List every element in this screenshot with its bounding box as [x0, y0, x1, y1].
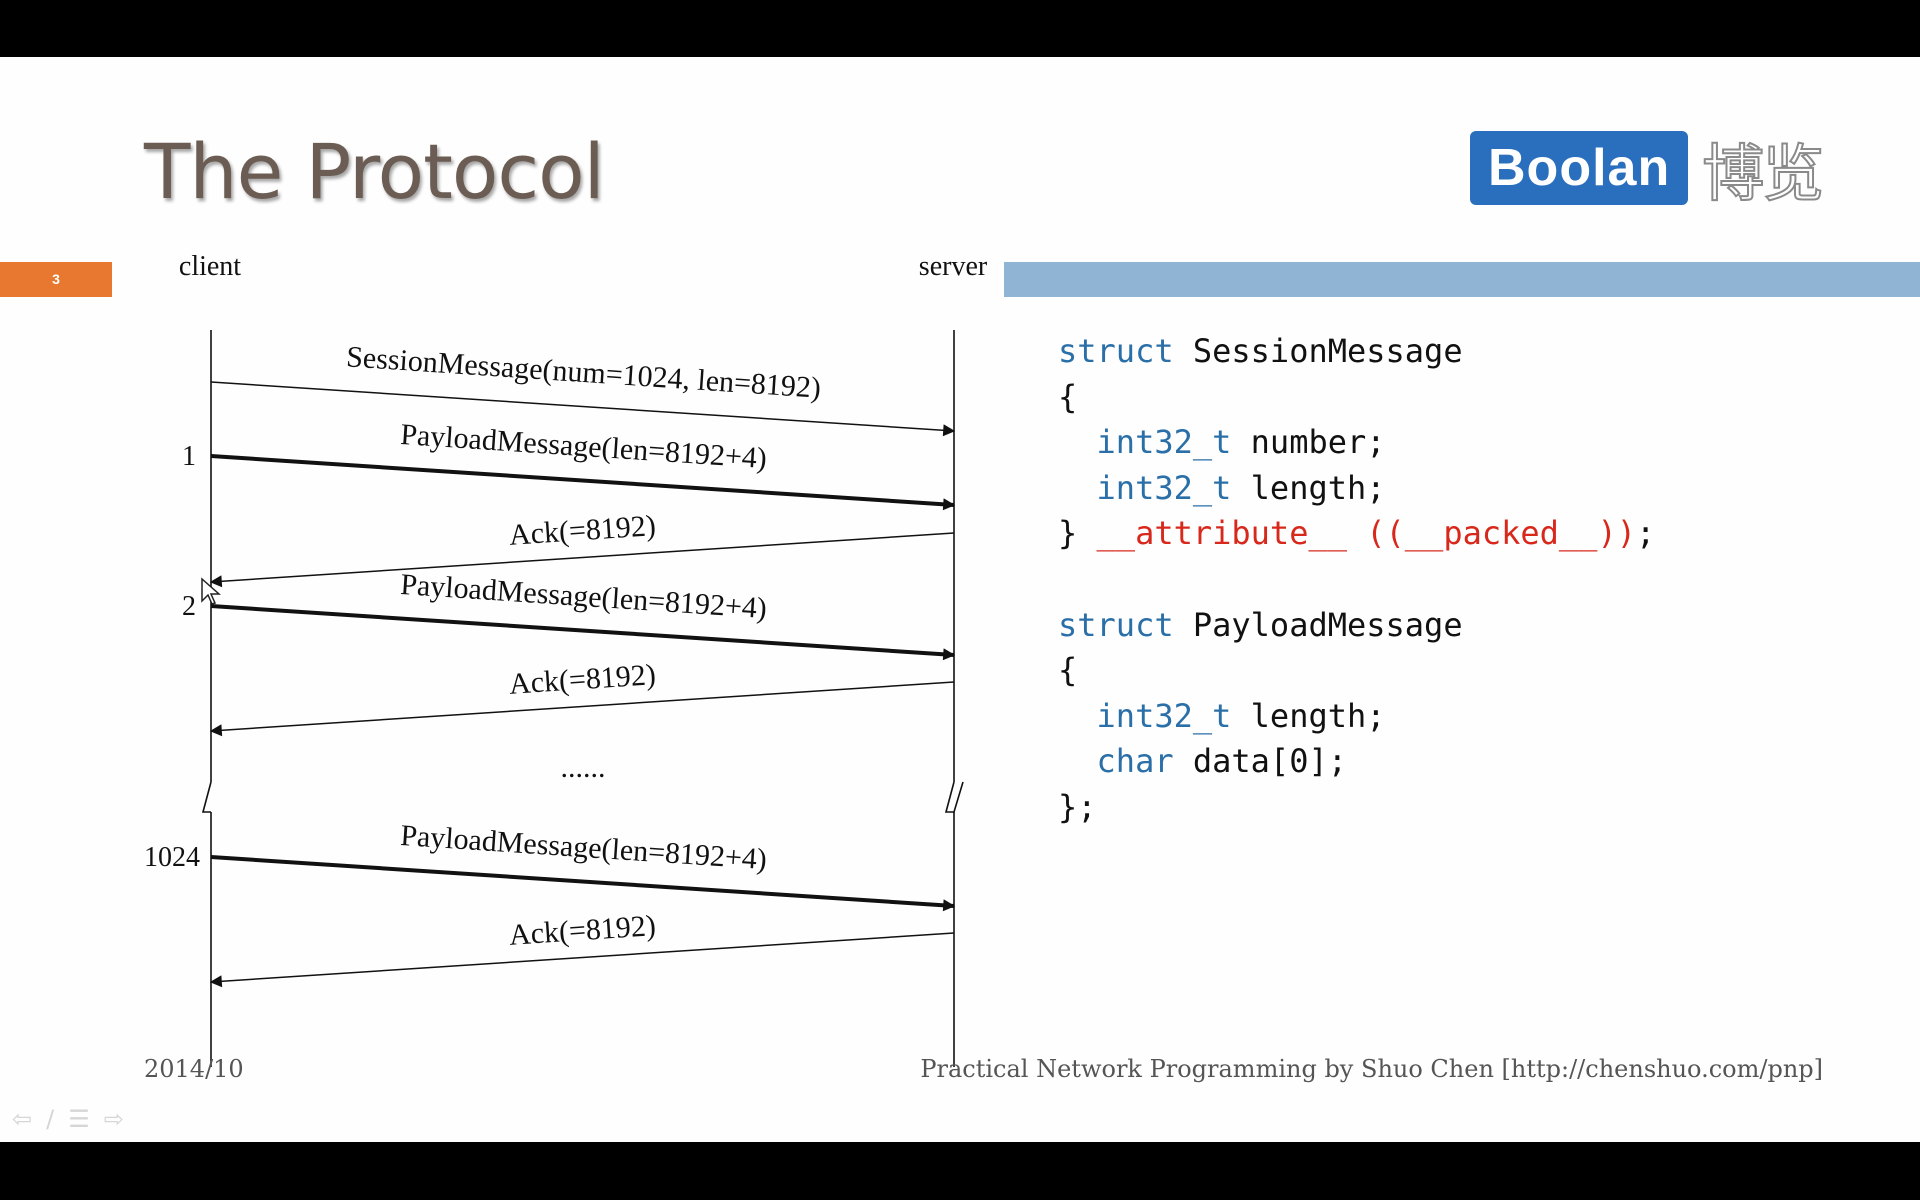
code-keyword: struct — [1058, 605, 1174, 644]
footer-credit: Practical Network Programming by Shuo Ch… — [920, 1055, 1823, 1083]
code-block: struct SessionMessage { int32_t number; … — [1058, 329, 1655, 831]
code-text: SessionMessage — [1173, 332, 1463, 370]
code-type: char — [1096, 742, 1174, 781]
next-icon[interactable]: ⇨ — [103, 1105, 124, 1133]
message-label: PayloadMessage(len=8192+4) — [399, 568, 767, 625]
message-label: PayloadMessage(len=8192+4) — [399, 819, 767, 876]
code-text: PayloadMessage — [1173, 605, 1463, 644]
slideshow-toolbar: ⇦ ∕ ☰ ⇨ — [12, 1105, 124, 1133]
client-label: client — [179, 251, 241, 282]
server-label: server — [919, 251, 988, 282]
code-text: } — [1058, 514, 1097, 553]
logo-cn-text: 博览 — [1701, 136, 1825, 211]
code-text: length; — [1231, 696, 1386, 735]
message-label: Ack(=8192) — [508, 909, 657, 952]
iteration-marker: 1 — [182, 441, 196, 472]
slide-title: The Protocol — [144, 127, 605, 216]
iteration-marker: 2 — [182, 591, 196, 622]
client-lifeline-break — [201, 781, 212, 813]
page-number: 3 — [0, 262, 112, 297]
sequence-diagram: client server SessionMessage(num=1024, l… — [144, 251, 988, 1067]
header-bar — [1004, 262, 1920, 297]
menu-icon[interactable]: ☰ — [68, 1105, 90, 1133]
message-arrow — [210, 604, 956, 661]
ellipsis: ...... — [561, 751, 606, 784]
code-text: { — [1058, 651, 1078, 690]
pen-icon[interactable]: ∕ — [46, 1105, 55, 1133]
boolan-logo: Boolan 博览 — [1470, 131, 1825, 211]
code-keyword: struct — [1058, 332, 1174, 370]
message-label: Ack(=8192) — [508, 658, 657, 701]
code-type: int32_t — [1096, 468, 1232, 507]
footer-date: 2014/10 — [144, 1055, 244, 1083]
previous-icon[interactable]: ⇦ — [12, 1105, 33, 1133]
code-text: data[0]; — [1173, 742, 1347, 781]
message-arrow — [210, 454, 956, 511]
mouse-cursor-icon — [201, 577, 221, 605]
code-text: ; — [1635, 514, 1656, 553]
code-type: int32_t — [1096, 696, 1232, 735]
message-arrow — [209, 681, 955, 737]
message-arrow — [210, 381, 956, 437]
code-text: number; — [1231, 423, 1386, 462]
logo-text: Boolan — [1470, 131, 1689, 205]
slide: The Protocol Boolan 博览 3 client server S… — [0, 57, 1920, 1142]
code-text: { — [1058, 377, 1078, 416]
message-label: Ack(=8192) — [508, 509, 657, 552]
iteration-marker: 1024 — [144, 842, 200, 873]
message-arrow — [209, 932, 955, 988]
message-arrow — [209, 532, 955, 588]
code-type: int32_t — [1096, 423, 1232, 462]
server-lifeline-break — [944, 781, 964, 813]
message-label: PayloadMessage(len=8192+4) — [399, 418, 767, 475]
code-attribute: __attribute__ ((__packed__)) — [1096, 514, 1636, 553]
message-arrow — [210, 855, 956, 912]
code-text: length; — [1231, 468, 1386, 507]
code-text: }; — [1058, 787, 1097, 826]
